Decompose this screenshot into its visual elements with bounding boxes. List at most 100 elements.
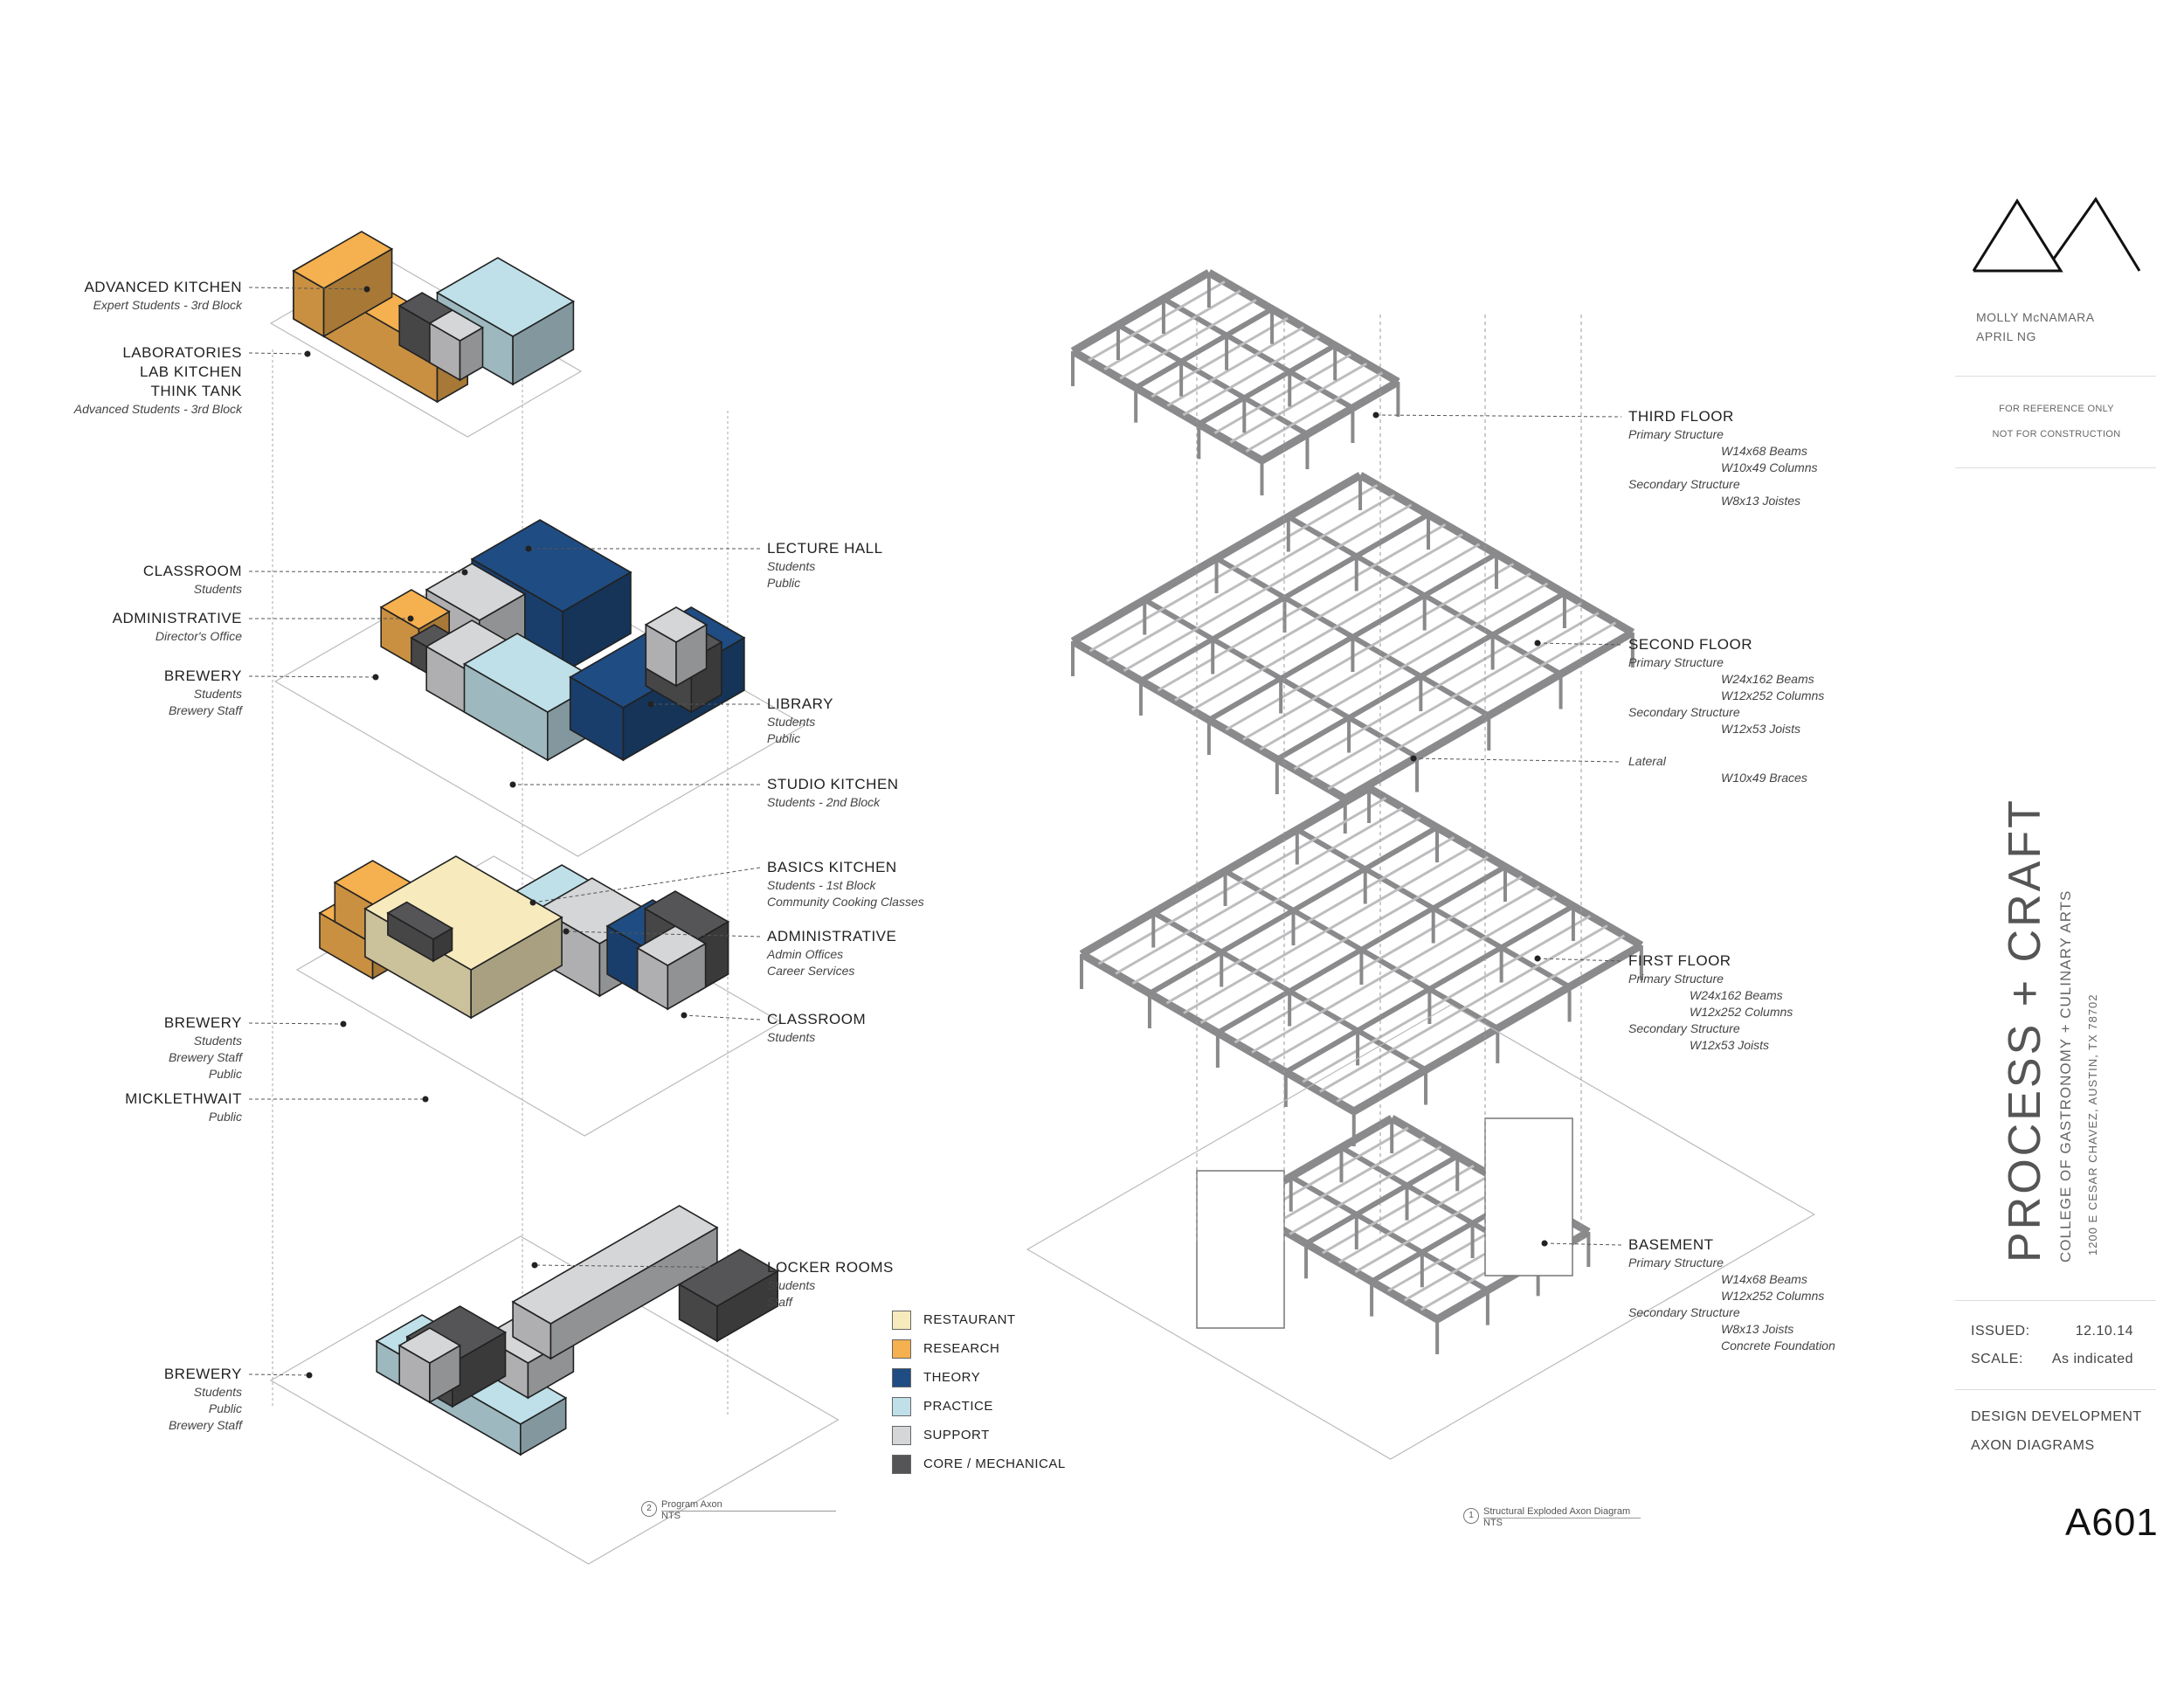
program-leader-dot — [407, 615, 414, 622]
designer-name-1: MOLLY McNAMARA — [1976, 310, 2095, 324]
level1-support-top-face — [636, 925, 708, 966]
scale-label: SCALE: — [1971, 1352, 2023, 1366]
third-floor-frame-joist — [1182, 335, 1320, 417]
core-shaft — [1196, 1170, 1285, 1329]
first-floor-frame-joist — [1336, 934, 1626, 1103]
program-label-sub: Students — [767, 1030, 816, 1044]
site-outline — [1026, 1004, 1815, 1460]
program-leader-dot — [647, 701, 654, 708]
basement-frame-joist — [1337, 1173, 1491, 1264]
second-floor-frame-joist — [1327, 621, 1617, 791]
locker-rooms-block-top-face — [511, 1205, 719, 1325]
program-label-title: THINK TANK — [150, 383, 242, 399]
third-floor-frame-joist — [1088, 280, 1226, 362]
project-address: 1200 E CESAR CHAVEZ, AUSTIN, TX 78702 — [2086, 993, 2099, 1256]
think-tank-block-top-face — [292, 231, 394, 289]
structure-label-line: W12x252 Columns — [1721, 688, 1825, 702]
titleblock-divider — [1955, 1300, 2156, 1301]
structure-label-line: Primary Structure — [1628, 427, 1724, 441]
program-leader-dot — [306, 1372, 313, 1379]
legend-label: CORE / MECHANICAL — [923, 1456, 1066, 1471]
second-floor-frame-joist — [1225, 562, 1515, 731]
program-leader-dot — [563, 928, 570, 935]
program-leader-line — [532, 867, 761, 903]
program-label-title: ADMINISTRATIVE — [767, 928, 897, 944]
first-floor-frame-joist — [1183, 846, 1472, 1014]
level3-support-top-face — [428, 309, 485, 342]
legend-item: RESTAURANT — [892, 1305, 1066, 1334]
program-label-sub: Brewery Staff — [168, 1418, 242, 1432]
structure-label-line: Secondary Structure — [1628, 477, 1740, 491]
legend-item: SUPPORT — [892, 1421, 1066, 1449]
program-label-sub: Public — [767, 576, 801, 590]
first-floor-frame-joist — [1319, 924, 1608, 1093]
structure-caption-number: 1 — [1463, 1508, 1479, 1524]
first-floor-frame-joist — [1199, 855, 1489, 1025]
program-label-title: LIBRARY — [767, 695, 833, 712]
legend-item: RESEARCH — [892, 1334, 1066, 1363]
first-floor-frame-joist — [1302, 914, 1592, 1083]
basement-frame-joist — [1289, 1145, 1442, 1235]
structure-label-line: W12x53 Joists — [1690, 1038, 1770, 1052]
program-label-sub: Students — [193, 1034, 242, 1048]
program-label-sub: Students — [767, 559, 816, 573]
brewery-block-2-top-face — [379, 589, 451, 630]
school-name: COLLEGE OF GASTRONOMY + CULINARY ARTS — [2057, 889, 2074, 1263]
program-label-title: BREWERY — [163, 668, 242, 684]
structure-label-line: W8x13 Joists — [1721, 1322, 1794, 1336]
structure-label-line: Lateral — [1628, 754, 1666, 768]
structure-label-line: Secondary Structure — [1628, 705, 1740, 719]
structure-label-title: SECOND FLOOR — [1628, 636, 1753, 653]
program-caption: Program Axon NTS — [661, 1499, 722, 1522]
program-leader-dot — [529, 899, 536, 906]
second-floor-frame-joist — [1242, 572, 1531, 741]
program-leader-dot — [525, 545, 532, 552]
structure-label-line: Secondary Structure — [1628, 1305, 1740, 1319]
basement-core-top-face — [677, 1249, 779, 1307]
structure-label-line: W14x68 Beams — [1721, 1272, 1807, 1286]
legend-swatch — [892, 1396, 911, 1416]
legend-swatch — [892, 1425, 911, 1445]
structure-leader-line — [1375, 414, 1622, 418]
designer-name-2: APRIL NG — [1976, 329, 2036, 343]
program-label-sub: Students — [767, 715, 816, 729]
third-floor-frame-joist — [1151, 316, 1289, 398]
legend-label: RESEARCH — [923, 1341, 1000, 1356]
program-label-sub: Advanced Students - 3rd Block — [73, 402, 242, 416]
second-floor-frame-joist — [1293, 601, 1583, 771]
legend-label: RESTAURANT — [923, 1312, 1016, 1327]
program-label-sub: Brewery Staff — [168, 1050, 242, 1064]
project-title: PROCESS + CRAFT — [2000, 798, 2050, 1263]
issued-date: 12.10.14 — [2075, 1324, 2133, 1339]
legend-item: PRACTICE — [892, 1392, 1066, 1421]
advanced-kitchen-block-top-face — [435, 257, 576, 337]
basement-support-b-top-face — [397, 1327, 462, 1364]
program-leader-dot — [304, 350, 311, 357]
structure-label-title: BASEMENT — [1628, 1236, 1714, 1253]
second-floor-frame-joist — [1089, 483, 1379, 653]
first-floor-frame-joist — [1115, 806, 1404, 975]
structure-leader-line — [1413, 758, 1622, 763]
program-leader-line — [248, 1373, 310, 1376]
first-floor-frame-joist — [1165, 835, 1455, 1005]
basement-outline — [269, 1235, 840, 1565]
basement-frame-joist — [1272, 1136, 1426, 1226]
reference-note: FOR REFERENCE ONLY — [1999, 404, 2114, 414]
program-leader-dot — [340, 1020, 347, 1027]
structure-leader-dot — [1534, 640, 1541, 647]
legend-label: SUPPORT — [923, 1428, 990, 1442]
program-label-sub: Students — [767, 1278, 816, 1292]
program-leader-dot — [363, 286, 370, 293]
structure-label-line: W8x13 Joistes — [1721, 494, 1801, 508]
program-label-sub: Students - 1st Block — [767, 878, 876, 892]
